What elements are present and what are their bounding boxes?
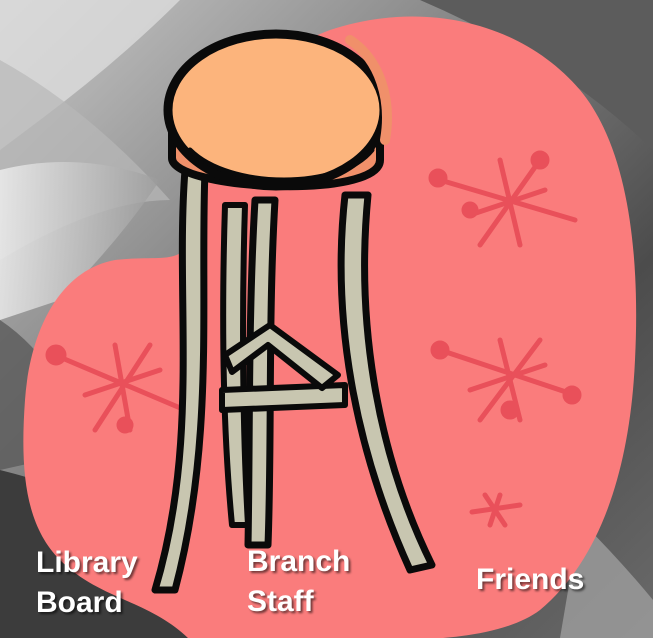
branch-staff-line-2: Staff [247, 582, 350, 622]
library-board-label: Library Board [36, 543, 138, 623]
branch-staff-label: Branch Staff [247, 542, 350, 622]
library-board-line-1: Library [36, 543, 138, 583]
friends-line-1: Friends [476, 560, 584, 600]
friends-label: Friends [476, 560, 584, 600]
branch-staff-line-1: Branch [247, 542, 350, 582]
library-board-line-2: Board [36, 583, 138, 623]
